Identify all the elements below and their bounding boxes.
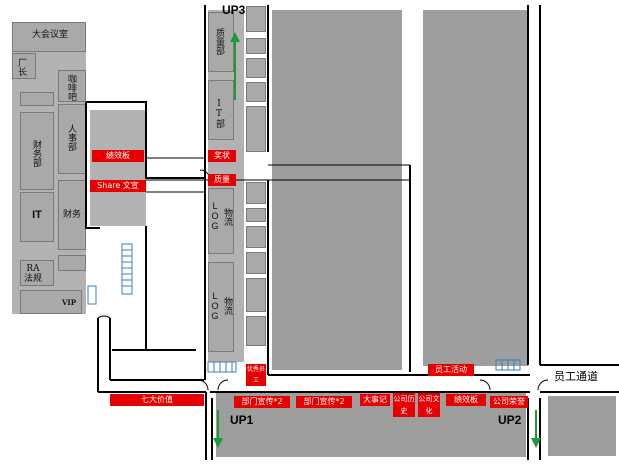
room-ra-legal: [20, 260, 54, 286]
tag-company-culture: 公司文化: [418, 393, 440, 417]
strip-cell-10: [246, 278, 266, 312]
strip-cell-2: [246, 38, 266, 54]
stairs-icon: [87, 243, 521, 373]
strip-cell-1: [246, 6, 266, 32]
strip-cell-11: [246, 316, 266, 346]
label-log-2: LOG: [210, 291, 220, 321]
tag-dept-promo-1: 部门宣传*2: [234, 396, 290, 408]
room-cafe: [58, 70, 86, 102]
room-small-1: [20, 92, 54, 106]
label-conference: 大会议室: [31, 30, 68, 40]
label-up2: UP2: [498, 413, 522, 427]
label-it: IT: [32, 209, 42, 221]
building-block-bottom-right: [548, 396, 616, 456]
strip-cell-7: [246, 208, 266, 222]
building-block-center: [272, 10, 402, 370]
label-factory-head: 厂长: [16, 58, 26, 76]
strip-cell-4: [246, 82, 266, 102]
room-factory-head: [12, 53, 36, 79]
label-log-1: LOG: [210, 201, 220, 231]
tag-quality: 质量: [208, 174, 236, 186]
label-up3: UP3: [222, 3, 246, 17]
room-finance-dept: [20, 112, 54, 190]
building-block-right: [423, 10, 528, 366]
strip-cell-8: [246, 226, 266, 248]
label-staff-passage: 员工通道: [554, 370, 598, 383]
tag-honor: 奖状: [208, 150, 236, 162]
strip-cell-9: [246, 252, 266, 274]
tag-events: 大事记: [360, 394, 390, 406]
label-it-dept: IT部: [214, 98, 224, 128]
strip-cell-3: [246, 58, 266, 78]
room-conference: [12, 22, 86, 52]
label-hr: 人事部: [66, 123, 76, 151]
room-small-2: [58, 255, 86, 271]
tag-share-culture: Share 文宣: [90, 180, 146, 192]
tag-performance-board-2: 绩效板: [446, 394, 486, 406]
tag-dept-promo-2: 部门宣传*2: [296, 396, 352, 408]
direction-arrows: [213, 32, 541, 448]
room-it-dept: [208, 80, 234, 140]
tag-company-history: 公司历史: [393, 393, 415, 417]
tag-performance-board: 绩效板: [92, 150, 144, 162]
label-logistics-1: 物流: [222, 208, 232, 226]
strip-cell-5: [246, 106, 266, 152]
label-logistics-2: 物流: [222, 297, 232, 315]
room-log-1: [208, 188, 234, 254]
tag-excellent-staff: 优秀员工: [246, 364, 266, 386]
label-finance: 财务: [62, 210, 81, 220]
room-it: [20, 192, 54, 242]
room-vip: [20, 290, 82, 314]
label-finance-dept: 财务部: [31, 139, 41, 167]
label-vip: VIP: [62, 298, 76, 307]
tag-company-honor: 公司荣誉: [490, 396, 528, 408]
label-up1: UP1: [230, 413, 254, 427]
label-ra-legal: RA 法规: [23, 264, 42, 284]
tag-seven-values: 七大价值: [110, 394, 204, 406]
middle-room: [90, 110, 146, 226]
room-log-2: [208, 262, 234, 352]
tag-staff-activity: 员工活动: [428, 364, 474, 376]
room-hr: [58, 104, 86, 174]
label-cafe: 咖啡吧: [66, 73, 76, 101]
room-quality: [208, 12, 234, 72]
strip-cell-6: [246, 182, 266, 204]
label-quality: 质量部: [214, 27, 224, 55]
